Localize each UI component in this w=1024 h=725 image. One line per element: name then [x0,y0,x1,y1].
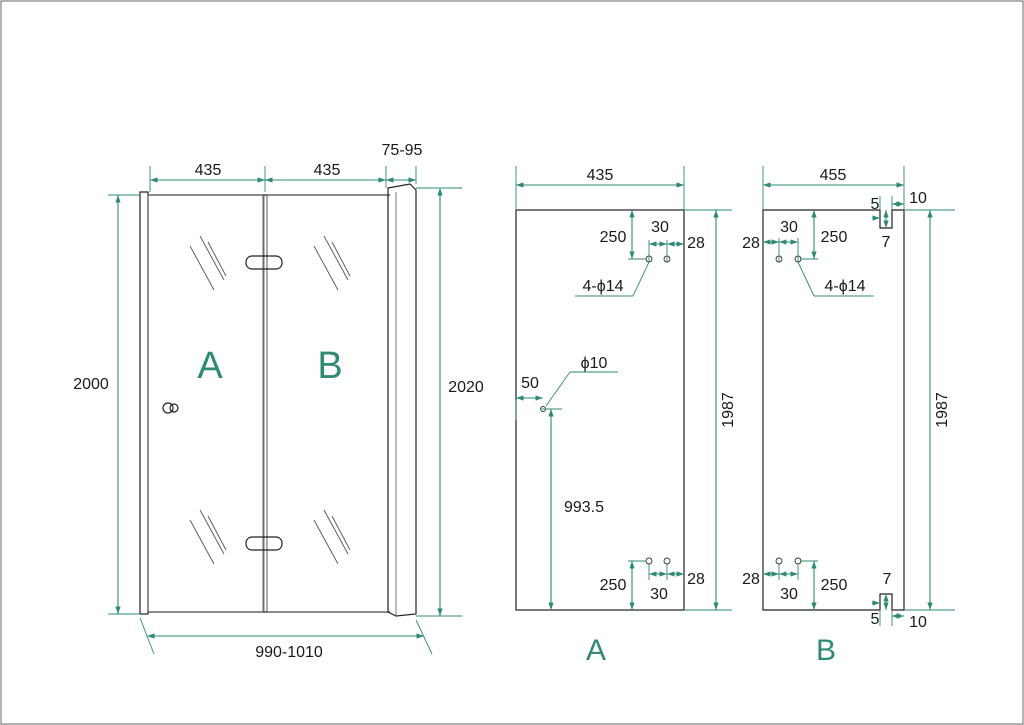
dim-profile: 75-95 [382,142,423,159]
front-letter-a: A [197,345,223,387]
front-view: A B 435 435 75-95 2000 2020 990-1010 [73,142,484,661]
glass-panel-a [147,194,264,613]
panel-b-notch-top-b: 10 [909,190,927,207]
hinge-top [245,255,283,270]
panel-b-outline [762,209,905,611]
panel-b-spacing-top: 30 [780,219,798,236]
panel-a-view: 435 1987 250 30 28 4-ϕ14 50 ϕ10 993.5 25… [515,166,737,667]
dim-height-left: 2000 [73,376,109,393]
panel-b-notch-bottom-b: 5 [871,611,880,628]
panel-a-hole [663,557,671,565]
panel-b-spacing-bottom: 30 [780,586,798,603]
panel-b-letter: B [816,634,836,667]
dim-height-right: 2020 [448,379,484,396]
panel-b-notch-bottom-a: 7 [883,571,892,588]
panel-a-knob-hole: ϕ10 [581,355,608,372]
glass-reflections [189,235,351,565]
panel-b-notch-bottom-c: 10 [909,614,927,631]
panel-a-edge-bottom: 28 [687,571,705,588]
door-knob-back [169,403,179,413]
panel-b-view: 455 1987 250 30 28 4-ϕ14 5 10 7 250 30 2… [742,166,955,667]
panel-b-notch-top-a: 5 [871,196,880,213]
panel-a-letter: A [586,634,606,667]
panel-a-top-offset: 250 [600,229,627,246]
dim-width-left: 435 [195,162,222,179]
panel-b-top-offset: 250 [821,229,848,246]
panel-a-knob-edge: 50 [521,375,539,392]
right-wall-profile [387,183,417,617]
left-wall-profile [139,191,149,615]
panel-a-spacing-bottom: 30 [650,586,668,603]
panel-b-height: 1987 [934,392,951,428]
dim-width-right: 435 [314,162,341,179]
panel-a-spacing-top: 30 [651,219,669,236]
door-knob [162,402,174,414]
panel-a-height: 1987 [720,392,737,428]
panel-a-edge-top: 28 [687,235,705,252]
panel-b-hole [775,557,783,565]
glass-panel-b [266,194,389,613]
panel-b-edge-bottom: 28 [742,571,760,588]
front-letter-b: B [317,345,342,387]
panel-a-bottom-offset: 250 [600,577,627,594]
hinge-bottom [245,536,283,551]
panel-b-width: 455 [820,167,847,184]
panel-b-notch-top-c: 7 [882,234,891,251]
panel-b-holes: 4-ϕ14 [825,278,866,295]
panel-a-width: 435 [587,167,614,184]
panel-a-knob-height: 993.5 [564,499,604,516]
panel-a-holes: 4-ϕ14 [583,278,624,295]
panel-b-edge-top: 28 [742,235,760,252]
panel-a-hole [645,557,653,565]
panel-b-bottom-offset: 250 [821,577,848,594]
dim-total-width: 990-1010 [255,644,323,661]
